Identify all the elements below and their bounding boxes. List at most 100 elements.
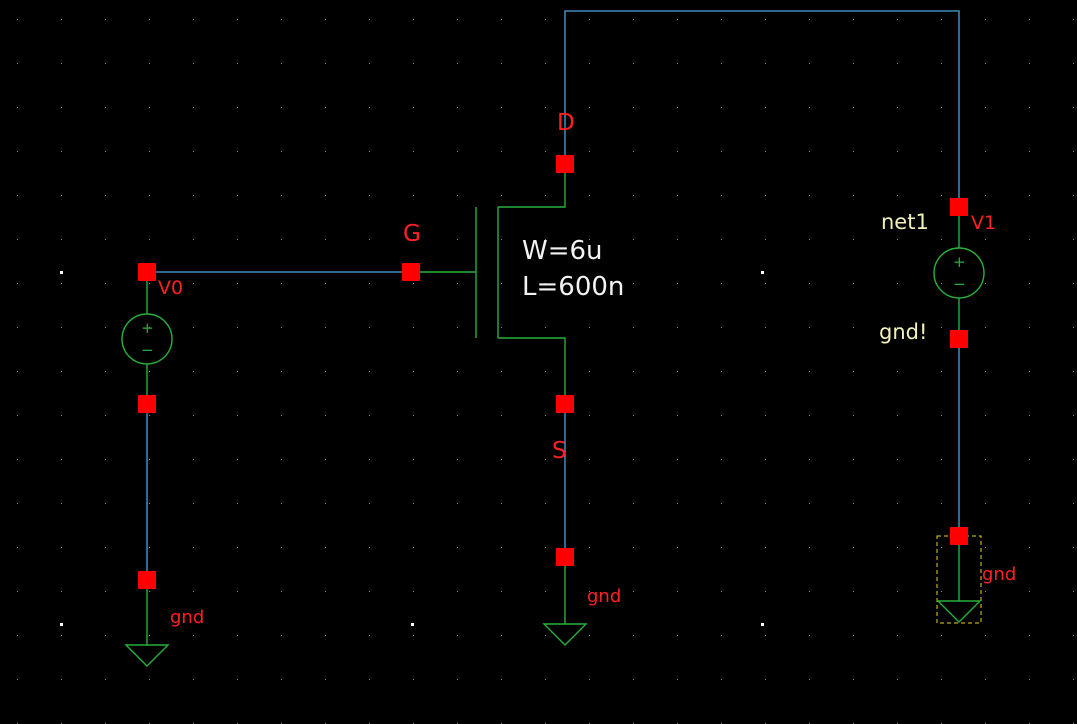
grid-dot bbox=[985, 151, 986, 152]
grid-dot bbox=[1073, 371, 1074, 372]
grid-dot bbox=[985, 547, 986, 548]
grid-dot bbox=[369, 547, 370, 548]
grid-dot bbox=[193, 635, 194, 636]
pin-source-gnd[interactable] bbox=[556, 548, 574, 566]
ground-symbol-source[interactable]: gnd bbox=[542, 557, 621, 646]
grid-dot bbox=[1073, 415, 1074, 416]
grid-dot bbox=[941, 107, 942, 108]
grid-dot bbox=[809, 327, 810, 328]
grid-dot bbox=[369, 19, 370, 20]
grid-dot bbox=[1029, 151, 1030, 152]
grid-dot bbox=[281, 591, 282, 592]
grid-dot bbox=[633, 19, 634, 20]
grid-dot bbox=[105, 415, 106, 416]
grid-dot bbox=[1073, 283, 1074, 284]
wires bbox=[146, 10, 960, 580]
pin-v0-gnd[interactable] bbox=[138, 571, 156, 589]
grid-dot bbox=[589, 327, 590, 328]
grid-dot bbox=[457, 371, 458, 372]
grid-dot bbox=[809, 19, 810, 20]
grid-dot bbox=[985, 591, 986, 592]
grid-dot bbox=[105, 239, 106, 240]
grid-dot bbox=[281, 63, 282, 64]
grid-dot bbox=[237, 19, 238, 20]
grid-dot bbox=[897, 547, 898, 548]
pin-v0-top[interactable] bbox=[138, 263, 156, 281]
grid-dot bbox=[237, 679, 238, 680]
grid-dot bbox=[721, 151, 722, 152]
gate-pin-label: G bbox=[403, 221, 421, 247]
grid-major-dot bbox=[60, 623, 63, 626]
grid-dot bbox=[457, 679, 458, 680]
pin-v1-bottom[interactable] bbox=[950, 330, 968, 348]
pin-v0-bottom[interactable] bbox=[138, 395, 156, 413]
grid-dot bbox=[633, 151, 634, 152]
grid-dot bbox=[325, 503, 326, 504]
grid-dot bbox=[545, 195, 546, 196]
grid-dot bbox=[897, 239, 898, 240]
grid-dot bbox=[325, 679, 326, 680]
grid-dot bbox=[1029, 547, 1030, 548]
grid-dot bbox=[105, 371, 106, 372]
grid-dot bbox=[413, 591, 414, 592]
grid-dot bbox=[17, 371, 18, 372]
grid-dot bbox=[501, 415, 502, 416]
pin-gate[interactable] bbox=[402, 263, 420, 281]
grid-dot bbox=[721, 415, 722, 416]
grid-dot bbox=[721, 283, 722, 284]
wire-drain-to-v1[interactable] bbox=[564, 10, 960, 207]
grid-dot bbox=[1029, 679, 1030, 680]
grid-dot bbox=[61, 459, 62, 460]
grid-dot bbox=[897, 327, 898, 328]
grid-dot bbox=[1073, 547, 1074, 548]
grid-dot bbox=[501, 195, 502, 196]
grid-dot bbox=[149, 371, 150, 372]
pins bbox=[138, 155, 968, 589]
grid-dot bbox=[545, 503, 546, 504]
grid-dot bbox=[765, 151, 766, 152]
grid-dot bbox=[941, 547, 942, 548]
ground-symbol-v0[interactable]: gnd bbox=[124, 580, 204, 667]
grid-dot bbox=[281, 195, 282, 196]
grid-dot bbox=[413, 327, 414, 328]
grid-dot bbox=[325, 19, 326, 20]
v1-instance-label: V1 bbox=[971, 212, 996, 234]
grid-dot bbox=[237, 107, 238, 108]
grid-dot bbox=[413, 239, 414, 240]
grid-dot bbox=[545, 283, 546, 284]
grid-dot bbox=[281, 107, 282, 108]
grid-dot bbox=[61, 283, 62, 284]
grid-dot bbox=[149, 195, 150, 196]
grid-dot bbox=[721, 503, 722, 504]
pin-v1-top[interactable] bbox=[950, 198, 968, 216]
grid-dot bbox=[237, 503, 238, 504]
pin-source[interactable] bbox=[556, 395, 574, 413]
grid-dot bbox=[369, 327, 370, 328]
nmos-transistor[interactable]: D G S W=6u L=600n bbox=[403, 110, 624, 464]
pin-v1-gnd[interactable] bbox=[950, 527, 968, 545]
grid-dot bbox=[413, 547, 414, 548]
grid-dot bbox=[281, 679, 282, 680]
grid-dot bbox=[545, 151, 546, 152]
grid-dot bbox=[1073, 459, 1074, 460]
grid-dot bbox=[677, 63, 678, 64]
grid-dot bbox=[17, 283, 18, 284]
grid-dot bbox=[193, 239, 194, 240]
grid-dot bbox=[765, 591, 766, 592]
grid-dot bbox=[149, 635, 150, 636]
grid-dot bbox=[369, 503, 370, 504]
voltage-source-v0[interactable]: + − V0 bbox=[121, 272, 183, 404]
grid-dot bbox=[413, 283, 414, 284]
grid-dot bbox=[501, 503, 502, 504]
grid-dot bbox=[149, 327, 150, 328]
grid-dot bbox=[589, 415, 590, 416]
grid-dot bbox=[897, 415, 898, 416]
grid-dot bbox=[413, 63, 414, 64]
grid-dot bbox=[237, 371, 238, 372]
pin-drain[interactable] bbox=[556, 155, 574, 173]
voltage-source-v1[interactable]: + − V1 net1 gnd! bbox=[879, 207, 996, 344]
grid-dot bbox=[765, 635, 766, 636]
grid-dot bbox=[325, 107, 326, 108]
grid-dot bbox=[457, 19, 458, 20]
